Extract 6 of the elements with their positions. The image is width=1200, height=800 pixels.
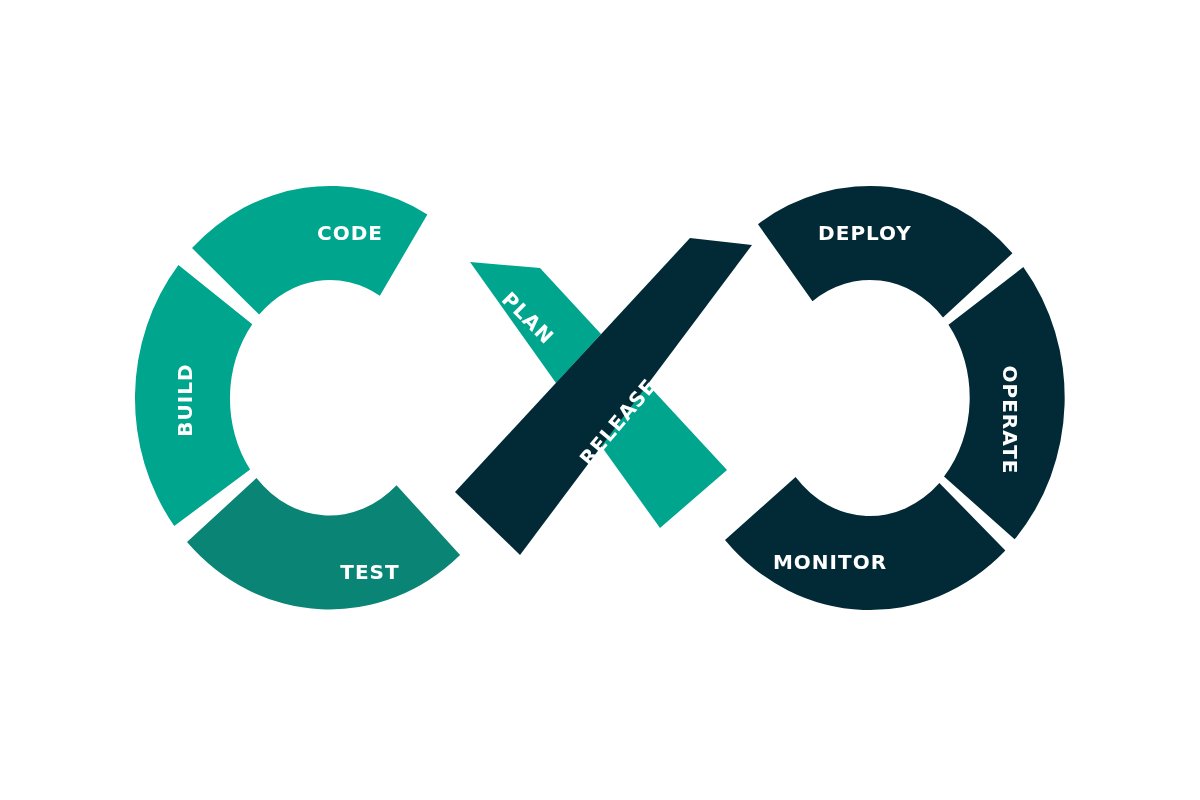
segment-label: DEPLOY bbox=[818, 223, 912, 243]
segment-label: TEST bbox=[340, 562, 400, 582]
segment-label: CODE bbox=[317, 223, 383, 243]
segment-label: BUILD bbox=[175, 363, 195, 437]
segment-label: OPERATE bbox=[1000, 365, 1020, 475]
segment-label: MONITOR bbox=[772, 552, 888, 572]
